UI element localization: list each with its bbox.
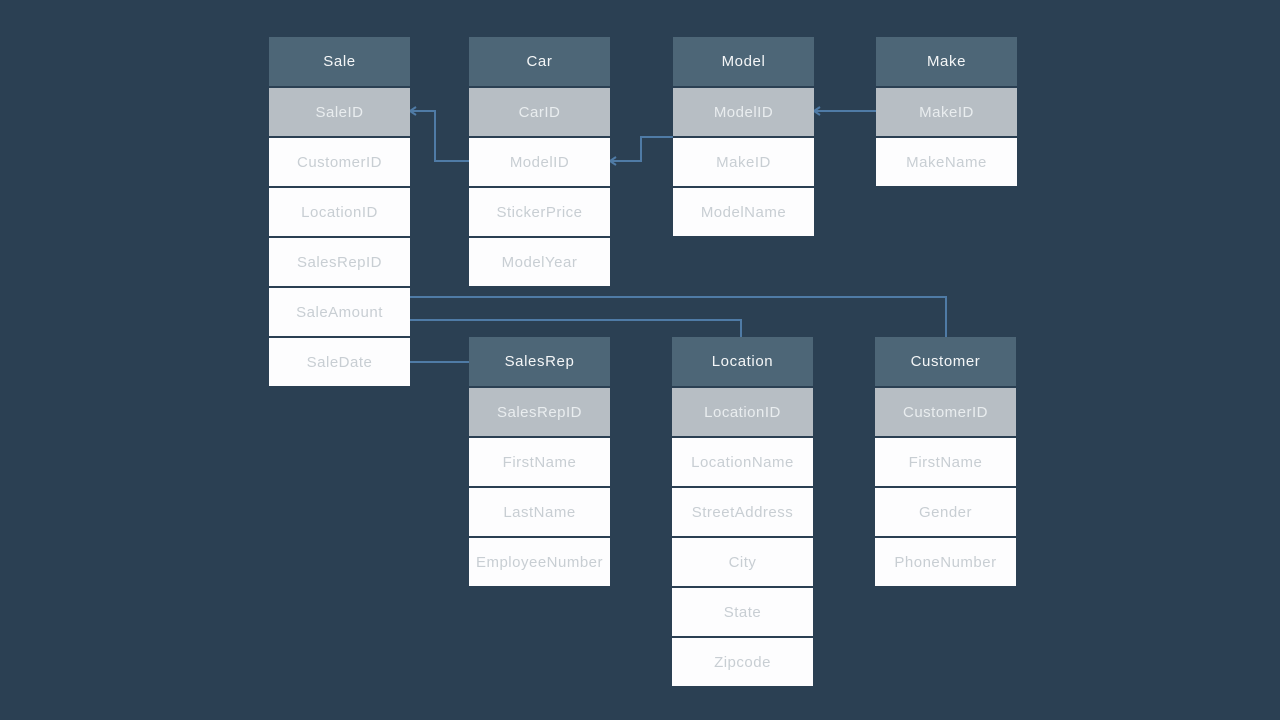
table-header-sale: Sale — [269, 37, 410, 86]
field-car-modelid: ModelID — [469, 138, 610, 186]
field-location-zipcode: Zipcode — [672, 638, 813, 686]
field-sale-locationid: LocationID — [269, 188, 410, 236]
connector-sale-saleid-to-car-modelid — [410, 110, 469, 162]
field-salesrep-firstname: FirstName — [469, 438, 610, 486]
table-header-model: Model — [673, 37, 814, 86]
field-model-modelname: ModelName — [673, 188, 814, 236]
field-sale-salesrepid: SalesRepID — [269, 238, 410, 286]
connector-sale-to-location — [410, 319, 742, 341]
field-salesrep-lastname: LastName — [469, 488, 610, 536]
field-customer-firstname: FirstName — [875, 438, 1016, 486]
field-location-city: City — [672, 538, 813, 586]
table-header-customer: Customer — [875, 337, 1016, 386]
field-salesrep-employeenumber: EmployeeNumber — [469, 538, 610, 586]
field-location-streetaddress: StreetAddress — [672, 488, 813, 536]
arrowhead-icon — [812, 106, 821, 116]
field-customer-phonenumber: PhoneNumber — [875, 538, 1016, 586]
arrowhead-icon — [608, 156, 617, 166]
table-header-make: Make — [876, 37, 1017, 86]
table-header-salesrep: SalesRep — [469, 337, 610, 386]
field-car-carid-key: CarID — [469, 88, 610, 136]
field-make-makeid-key: MakeID — [876, 88, 1017, 136]
field-sale-saleid-key: SaleID — [269, 88, 410, 136]
field-sale-saledate: SaleDate — [269, 338, 410, 386]
field-location-locationname: LocationName — [672, 438, 813, 486]
field-sale-saleamount: SaleAmount — [269, 288, 410, 336]
table-header-car: Car — [469, 37, 610, 86]
field-make-makename: MakeName — [876, 138, 1017, 186]
field-customer-gender: Gender — [875, 488, 1016, 536]
field-location-locationid-key: LocationID — [672, 388, 813, 436]
field-car-modelyear: ModelYear — [469, 238, 610, 286]
field-model-modelid-key: ModelID — [673, 88, 814, 136]
field-salesrep-salesrepid-key: SalesRepID — [469, 388, 610, 436]
table-header-location: Location — [672, 337, 813, 386]
connector-car-modelid-to-model — [610, 136, 673, 162]
field-customer-customerid-key: CustomerID — [875, 388, 1016, 436]
field-model-makeid: MakeID — [673, 138, 814, 186]
field-car-stickerprice: StickerPrice — [469, 188, 610, 236]
field-sale-customerid: CustomerID — [269, 138, 410, 186]
arrowhead-icon — [408, 106, 417, 116]
field-location-state: State — [672, 588, 813, 636]
connector-sale-to-customer — [410, 296, 947, 341]
